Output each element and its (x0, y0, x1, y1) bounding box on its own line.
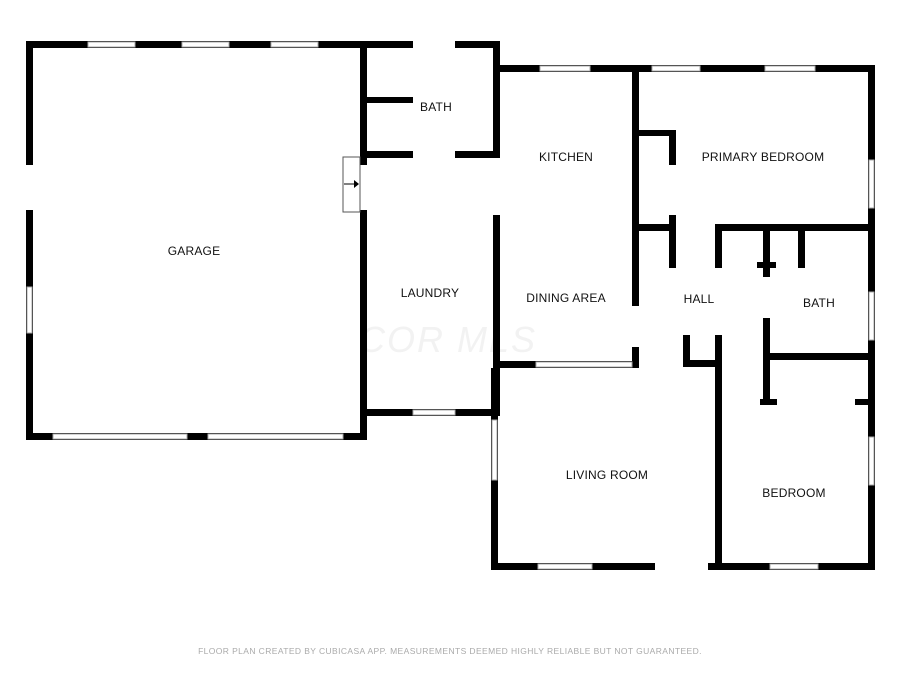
room-label-bath-lower: BATH (803, 296, 835, 310)
watermark: COR MLS (358, 319, 538, 360)
windows (26, 40, 875, 570)
room-label-dining-area: DINING AREA (526, 291, 606, 305)
room-label-garage: GARAGE (167, 244, 221, 258)
room-label-kitchen: KITCHEN (538, 150, 594, 164)
footer-disclaimer: FLOOR PLAN CREATED BY CUBICASA APP. MEAS… (198, 646, 702, 656)
room-label-primary-bedroom: PRIMARY BEDROOM (701, 150, 825, 164)
entry-door (342, 156, 361, 213)
room-label-living-room: LIVING ROOM (565, 468, 649, 482)
room-label-bedroom: BEDROOM (762, 486, 826, 500)
walls (26, 41, 875, 570)
arrow-icon (354, 180, 359, 188)
room-label-bath-upper: BATH (420, 100, 452, 114)
room-label-hall: HALL (683, 292, 715, 306)
room-label-laundry: LAUNDRY (400, 286, 460, 300)
